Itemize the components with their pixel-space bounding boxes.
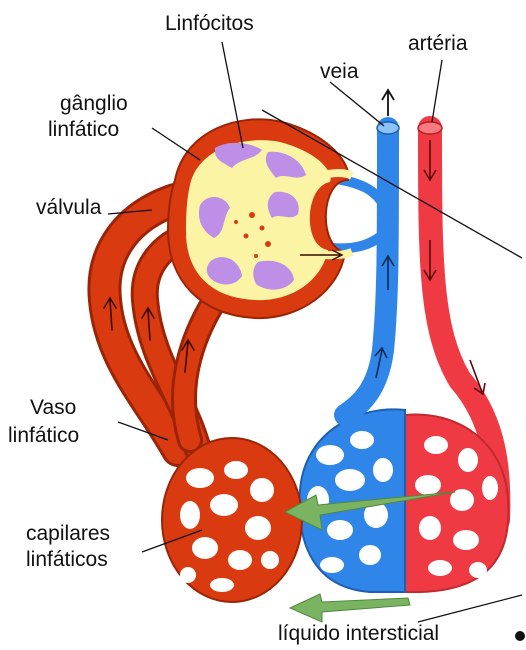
vein-flow-arrow (382, 90, 394, 116)
label-capilares-line1: capilares (26, 522, 110, 545)
fluid-arrow-lower (290, 594, 410, 622)
label-vaso-line2: linfático (8, 424, 79, 447)
vein-vessel (345, 128, 388, 415)
label-valvula: válvula (36, 196, 102, 219)
leader-liquido (418, 595, 522, 622)
lymphatic-capillary-bed (162, 438, 302, 602)
label-ganglio-line1: gânglio (60, 92, 128, 115)
leader-arteria (432, 60, 442, 122)
label-linfocitos: Linfócitos (165, 12, 254, 35)
label-vaso-line1: Vaso (30, 396, 76, 419)
label-arteria: artéria (408, 32, 468, 55)
edge-mark (515, 631, 525, 641)
label-liquido: líquido intersticial (278, 622, 439, 645)
leader-veia (330, 82, 384, 126)
label-veia: veia (320, 60, 359, 83)
artery-opening (418, 122, 442, 134)
label-capilares-line2: linfáticos (26, 548, 108, 571)
label-ganglio-line2: linfático (48, 118, 119, 141)
efferent-vessel-top (318, 173, 352, 176)
lymph-node (168, 119, 352, 318)
